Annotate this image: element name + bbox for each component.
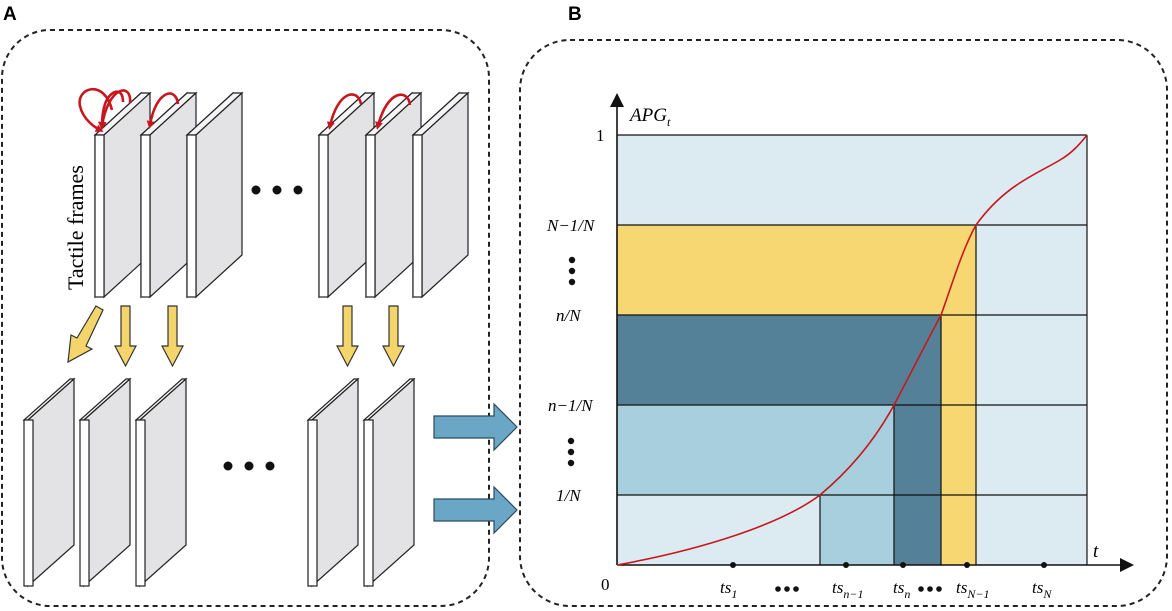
back-arrow-4	[375, 93, 412, 130]
region-teal-horizontal	[617, 315, 941, 405]
self-loop-arrow	[78, 87, 114, 132]
back-arrow-1	[98, 89, 132, 130]
top-ellipsis	[251, 185, 303, 195]
region-yellow-vertical	[941, 315, 976, 565]
tactile-frames-bottom-row	[22, 377, 416, 588]
recurrence-arrows	[78, 87, 412, 132]
region-midblue-vertical	[820, 495, 894, 565]
x-tick-ts-N-minus-1: tsN−1	[956, 578, 989, 601]
processed-frame	[134, 377, 188, 588]
tactile-frame	[411, 91, 470, 299]
yellow-arrow-diagonal	[67, 305, 104, 364]
y-upper-ellipsis	[568, 256, 576, 286]
back-arrow-3	[326, 93, 363, 130]
processed-frame	[78, 377, 132, 588]
back-arrow-2	[146, 92, 180, 129]
y-axis-label: APGt	[628, 105, 671, 129]
y-tick-N-minus-1-over-N: N−1/N	[546, 216, 596, 235]
tactile-frame	[139, 91, 198, 299]
origin-label: 0	[601, 575, 610, 594]
processed-frame	[22, 377, 76, 588]
x-tick-ts-n-minus-1: tsn−1	[832, 578, 863, 601]
tactile-frames-top-row	[93, 91, 470, 299]
yellow-arrow	[114, 305, 137, 368]
panel-a-border	[1, 29, 490, 607]
apg-chart: APGt t 0 1 N−1/N n/N n−1/N 1/N	[546, 93, 1134, 601]
tactile-frame	[364, 91, 423, 299]
blue-arrow-lower	[433, 485, 518, 535]
processed-frame	[306, 377, 360, 588]
y-lower-ellipsis	[567, 437, 575, 467]
panel-letter-b: B	[568, 4, 582, 25]
region-yellow-horizontal	[617, 225, 976, 315]
x-tick-ts-N: tsN	[1032, 578, 1052, 601]
processed-frame	[362, 377, 416, 588]
yellow-arrow	[161, 305, 184, 368]
y-tick-n-over-N: n/N	[556, 306, 582, 325]
x-ellipsis-2	[918, 586, 942, 592]
yellow-arrow	[336, 305, 359, 368]
yellow-arrow	[382, 305, 405, 368]
bottom-ellipsis	[223, 461, 275, 471]
panel-letter-a: A	[3, 4, 17, 25]
x-axis-label: t	[1093, 541, 1099, 562]
x-tick-ts1: ts1	[720, 578, 737, 601]
y-tick-1: 1	[596, 126, 605, 145]
blue-arrows	[433, 402, 518, 535]
x-tick-dots	[730, 562, 1047, 568]
region-midblue-horizontal	[617, 405, 894, 495]
panel-b-border	[519, 39, 1168, 607]
grid-lines	[617, 134, 1088, 565]
y-tick-1-over-N: 1/N	[556, 486, 582, 505]
y-tick-n-minus-1-over-N: n−1/N	[548, 396, 594, 415]
blue-arrow-upper	[433, 402, 518, 452]
region-teal-vertical	[894, 405, 941, 565]
apg-curve	[616, 134, 1088, 566]
x-tick-ts-n: tsn	[893, 578, 910, 601]
tactile-frames-label: Tactile frames	[63, 165, 88, 290]
tactile-frame	[185, 91, 244, 299]
yellow-arrows	[67, 305, 405, 368]
tactile-frame	[93, 91, 152, 299]
x-ellipsis-1	[775, 586, 799, 592]
